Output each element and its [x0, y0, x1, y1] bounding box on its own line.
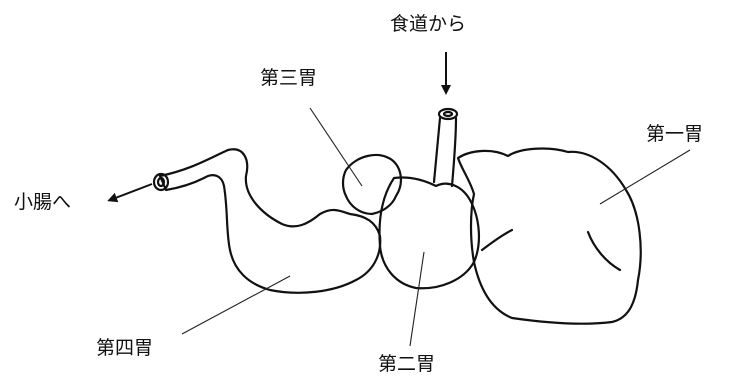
third-stomach-shape: [341, 153, 402, 216]
second-stomach-shape: [378, 176, 481, 290]
second-stomach-label: 第二胃: [378, 353, 435, 375]
third-stomach-leader: [309, 107, 363, 187]
esophagus-tube: [432, 116, 458, 188]
fourth-stomach-leader: [181, 275, 291, 335]
intestine-arrow: [107, 183, 153, 203]
first-stomach-groove: [480, 228, 514, 252]
third-stomach-label: 第三胃: [260, 67, 317, 89]
first-stomach-fold: [586, 230, 622, 272]
esophagus-opening: [437, 107, 459, 121]
fourth-stomach-shape: [158, 148, 382, 294]
duodenum-opening: [152, 172, 170, 192]
fourth-stomach-label: 第四胃: [96, 337, 153, 359]
esophagus-opening-inner: [442, 110, 454, 118]
first-stomach-shape: [456, 147, 642, 325]
first-stomach-label: 第一胃: [646, 123, 703, 145]
duodenum-opening-inner: [156, 176, 166, 188]
esophagus-label: 食道から: [390, 13, 466, 35]
small-intestine-label: 小腸へ: [14, 191, 71, 213]
first-stomach-leader: [599, 149, 691, 205]
second-stomach-leader: [409, 251, 425, 347]
